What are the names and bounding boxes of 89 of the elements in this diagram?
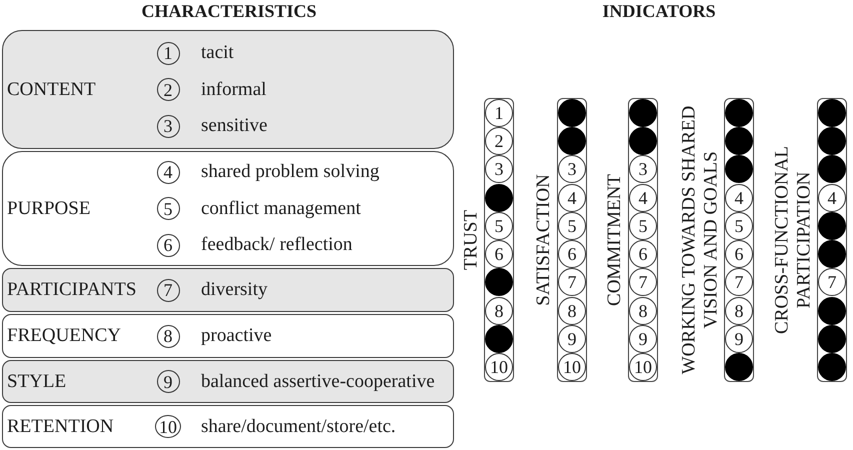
- item-number: 7: [558, 268, 586, 296]
- filled-dot-icon: [485, 184, 513, 212]
- item-number: 10: [155, 415, 181, 438]
- category-box: [2, 268, 454, 312]
- indicator-label: CROSS-FUNCTIONAL PARTICIPATION: [771, 145, 815, 336]
- filled-dot-icon: [485, 268, 513, 296]
- item-number: 5: [629, 212, 657, 240]
- indicator-label: WORKING TOWARDS SHARED VISION AND GOALS: [678, 104, 722, 376]
- item-label: tacit: [201, 42, 234, 64]
- item-label: balanced assertive-cooperative: [201, 370, 435, 392]
- filled-dot-icon: [818, 296, 846, 325]
- item-number: 6: [629, 240, 657, 268]
- item-number: 9: [558, 324, 586, 353]
- filled-dot-icon: [725, 352, 753, 381]
- item-number: 4: [818, 184, 846, 212]
- item-number: 1: [156, 42, 180, 64]
- indicator-label: SATISFACTION: [533, 174, 555, 306]
- section-heading: INDICATORS: [602, 0, 716, 22]
- item-number: 6: [156, 234, 180, 256]
- filled-dot-icon: [818, 352, 846, 381]
- filled-dot-icon: [629, 99, 657, 127]
- item-number: 5: [156, 197, 180, 220]
- category-box: [2, 30, 454, 149]
- item-number: 9: [725, 324, 753, 353]
- filled-dot-icon: [558, 99, 586, 127]
- item-number: 1: [485, 99, 513, 127]
- item-number: 9: [156, 370, 180, 393]
- item-number: 7: [629, 268, 657, 296]
- item-number: 8: [725, 296, 753, 325]
- filled-dot-icon: [485, 324, 513, 353]
- category-label: FREQUENCY: [7, 325, 122, 347]
- indicator-label: COMMITMENT: [604, 174, 626, 306]
- filled-dot-icon: [725, 155, 753, 184]
- item-number: 2: [156, 78, 180, 101]
- filled-dot-icon: [629, 127, 657, 156]
- filled-dot-icon: [818, 240, 846, 268]
- item-number: 6: [725, 240, 753, 268]
- item-number: 3: [558, 155, 586, 184]
- item-number: 6: [485, 240, 513, 268]
- item-number: 6: [558, 240, 586, 268]
- category-box: [2, 360, 454, 403]
- filled-dot-icon: [818, 212, 846, 240]
- section-heading: CHARACTERISTICS: [141, 0, 317, 22]
- item-number: 2: [485, 127, 513, 156]
- item-number: 10: [629, 352, 657, 381]
- item-label: share/document/store/etc.: [201, 416, 396, 438]
- category-box: [2, 151, 454, 266]
- category-box: [2, 314, 454, 358]
- item-number: 10: [558, 352, 586, 381]
- item-number: 7: [156, 278, 180, 302]
- item-number: 4: [156, 160, 180, 184]
- filled-dot-icon: [818, 155, 846, 184]
- category-label: PARTICIPANTS: [7, 279, 136, 301]
- item-number: 9: [629, 324, 657, 353]
- item-number: 8: [485, 296, 513, 325]
- item-label: conflict management: [201, 198, 361, 220]
- item-label: sensitive: [201, 115, 268, 137]
- category-label: STYLE: [7, 370, 66, 392]
- item-number: 4: [629, 184, 657, 212]
- category-label: RETENTION: [7, 416, 114, 438]
- item-number: 10: [485, 352, 513, 381]
- item-number: 5: [725, 212, 753, 240]
- filled-dot-icon: [818, 324, 846, 353]
- category-label: PURPOSE: [7, 198, 90, 220]
- item-number: 3: [485, 155, 513, 184]
- item-label: feedback/ reflection: [201, 234, 352, 256]
- filled-dot-icon: [725, 127, 753, 156]
- item-number: 3: [156, 114, 180, 138]
- item-number: 5: [558, 212, 586, 240]
- item-number: 4: [725, 184, 753, 212]
- item-number: 8: [156, 324, 180, 348]
- indicator-label: TRUST: [460, 210, 482, 270]
- item-label: diversity: [201, 279, 268, 301]
- filled-dot-icon: [725, 99, 753, 127]
- filled-dot-icon: [818, 99, 846, 127]
- item-number: 5: [485, 212, 513, 240]
- category-box: [2, 405, 454, 448]
- item-number: 3: [629, 155, 657, 184]
- category-label: CONTENT: [7, 78, 96, 100]
- item-label: informal: [201, 78, 266, 100]
- item-number: 7: [725, 268, 753, 296]
- filled-dot-icon: [558, 127, 586, 156]
- item-number: 4: [558, 184, 586, 212]
- item-number: 8: [629, 296, 657, 325]
- item-label: shared problem solving: [201, 161, 380, 183]
- item-label: proactive: [201, 325, 272, 347]
- filled-dot-icon: [818, 127, 846, 156]
- item-number: 8: [558, 296, 586, 325]
- item-number: 7: [818, 268, 846, 296]
